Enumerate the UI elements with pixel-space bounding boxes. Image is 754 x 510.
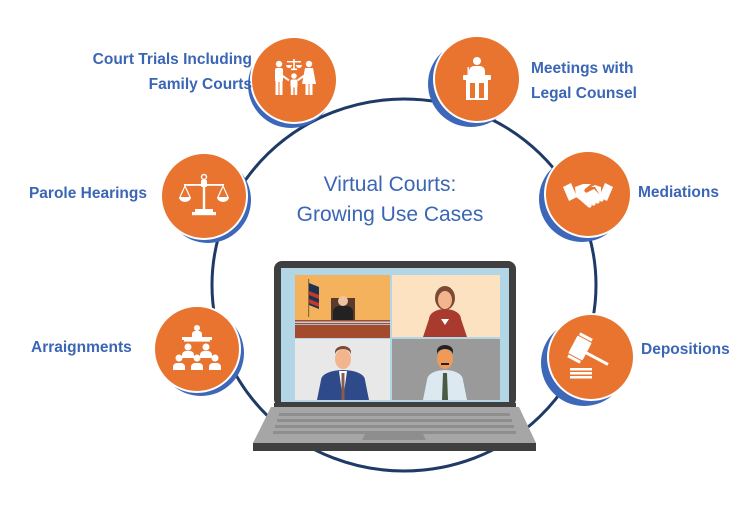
gavel-icon xyxy=(567,332,609,379)
video-tile-female-lawyer xyxy=(392,275,500,337)
node-parole-hearings xyxy=(160,152,251,243)
node-depositions xyxy=(541,313,635,406)
video-tile-witness xyxy=(392,339,500,400)
title-line-1: Virtual Courts: xyxy=(323,173,457,196)
handshake-icon xyxy=(563,183,613,208)
label-parole-hearings: Parole Hearings xyxy=(28,185,147,202)
family-scales-icon xyxy=(275,59,316,95)
video-tile-male-lawyer xyxy=(295,339,390,400)
laptop-video-call xyxy=(253,261,536,451)
label-mediations: Mediations xyxy=(638,184,719,201)
label-arraignments: Arraignments xyxy=(31,339,132,356)
node-court-trials xyxy=(248,36,338,128)
title-line-2: Growing Use Cases xyxy=(296,203,484,226)
node-mediations xyxy=(539,150,632,242)
scales-of-justice-icon xyxy=(179,173,229,216)
label-meetings-legal-counsel: Meetings with Legal Counsel xyxy=(531,60,637,102)
label-depositions: Depositions xyxy=(641,341,730,358)
audience-judge-icon xyxy=(173,325,221,370)
node-meetings-legal-counsel xyxy=(428,35,521,127)
diagram-title: Virtual Courts: Growing Use Cases xyxy=(290,170,490,230)
label-court-trials: Court Trials Including Family Courts xyxy=(92,51,252,93)
node-arraignments xyxy=(153,305,244,396)
podium-speaker-icon xyxy=(463,57,491,100)
video-tile-judge xyxy=(295,275,390,338)
